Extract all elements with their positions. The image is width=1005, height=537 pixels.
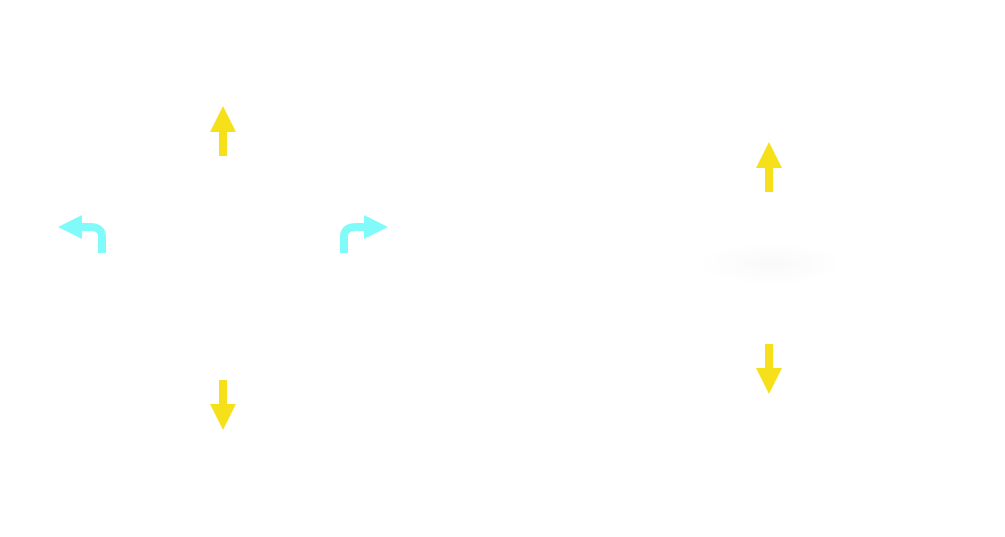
object-shadow bbox=[695, 242, 845, 286]
move-up-button[interactable] bbox=[755, 142, 783, 192]
move-up-button[interactable] bbox=[209, 106, 237, 156]
rotate-right-button[interactable] bbox=[338, 211, 388, 253]
rotate-right-icon bbox=[340, 215, 388, 253]
move-down-button[interactable] bbox=[209, 380, 237, 430]
arrow-up-icon bbox=[210, 106, 236, 156]
move-down-button[interactable] bbox=[755, 344, 783, 394]
arrow-down-icon bbox=[210, 380, 236, 430]
rotate-left-button[interactable] bbox=[58, 211, 108, 253]
rotate-left-icon bbox=[58, 215, 106, 253]
arrow-up-icon bbox=[756, 142, 782, 192]
arrow-down-icon bbox=[756, 344, 782, 394]
